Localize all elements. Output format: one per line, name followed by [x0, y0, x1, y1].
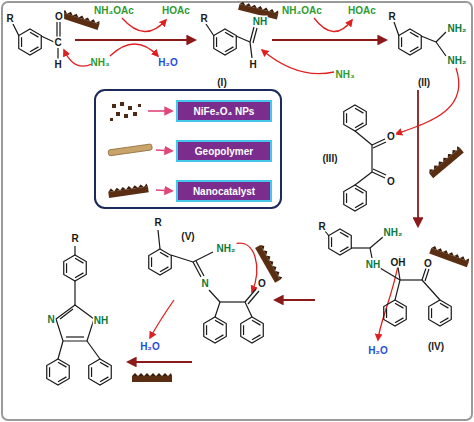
atom-label: NH₂	[383, 227, 404, 238]
compound-number: (II)	[417, 77, 431, 88]
atom-label: OH	[390, 257, 407, 268]
compound-number: (V)	[180, 231, 195, 242]
atom-label: R	[199, 13, 208, 24]
atom-label: R	[153, 217, 162, 228]
atom-label: N	[200, 278, 209, 289]
atom-label: NH	[252, 16, 268, 27]
atom-label: R	[70, 233, 79, 244]
atom-label: R	[317, 221, 326, 232]
legend-entry: NiFe₂O₄ NPs	[176, 100, 272, 122]
atom-label: NH₂	[447, 23, 468, 34]
atom-label: O	[386, 176, 396, 187]
atom-label: H	[53, 59, 62, 70]
compound-number: (IV)	[427, 341, 445, 352]
atom-label: O	[54, 11, 64, 22]
reagent-label: NH₄OAc	[281, 5, 323, 16]
reagent-label: NH₃	[334, 69, 355, 80]
atom-label: NH	[365, 259, 381, 270]
atom-label: O	[386, 131, 396, 142]
byproduct-label: H₂O	[367, 345, 388, 356]
byproduct-label: H₂O	[139, 341, 160, 352]
atom-label: NH₂	[447, 55, 468, 66]
atom-label: O	[257, 278, 267, 289]
reagent-label: NH₃	[89, 57, 110, 68]
reagent-label: HOAc	[347, 5, 377, 16]
atom-label: NH	[93, 315, 109, 326]
atom-label: C	[53, 37, 62, 48]
compound-number: (I)	[216, 77, 227, 88]
reagent-label: HOAc	[161, 5, 191, 16]
atom-label: O	[423, 258, 433, 269]
atom-label: R	[387, 11, 396, 22]
atom-label: N	[46, 314, 55, 325]
atom-label: H	[248, 59, 257, 70]
atom-label: NH₂	[216, 243, 237, 254]
reagent-label: NH₄OAc	[93, 5, 135, 16]
byproduct-label: H₂O	[157, 57, 178, 68]
compound-number: (III)	[322, 153, 339, 164]
legend-entry: Nanocatalyst	[176, 180, 272, 202]
legend-entry: Geopolymer	[176, 140, 272, 162]
atom-label: R	[5, 13, 14, 24]
